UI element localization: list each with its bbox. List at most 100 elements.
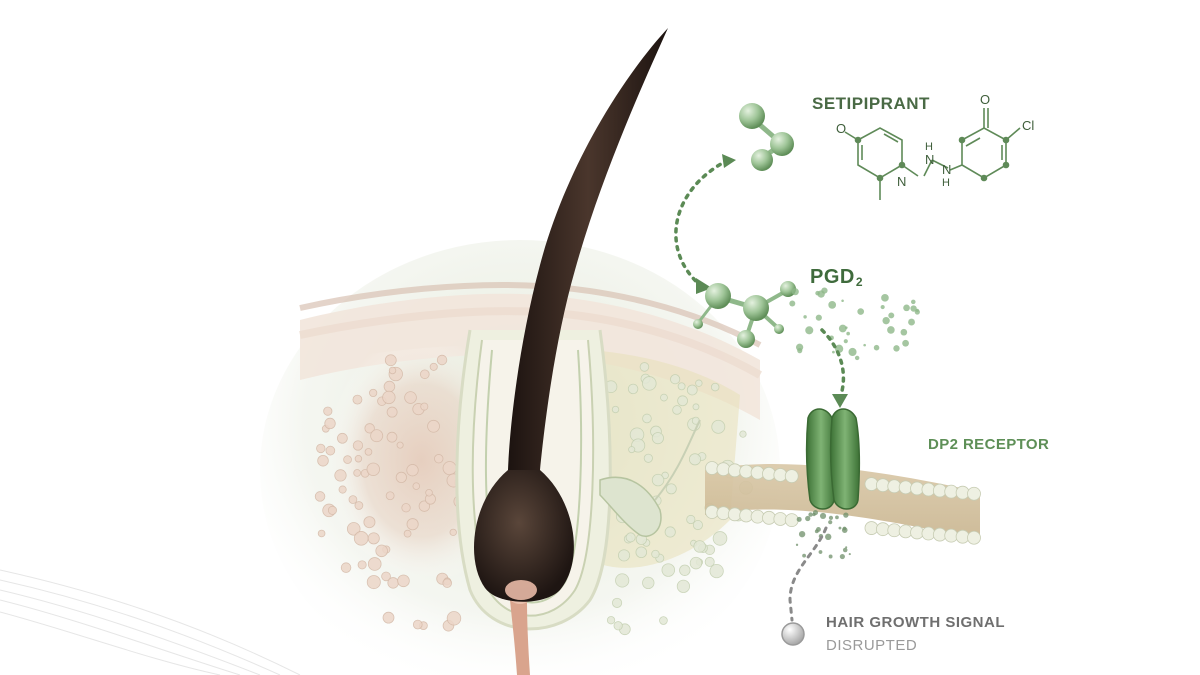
tissue-cell	[364, 448, 373, 456]
pgd2-particle	[843, 339, 848, 344]
membrane-head	[887, 479, 902, 494]
membrane-head	[921, 482, 936, 497]
tissue-cell	[343, 455, 352, 464]
tissue-cell	[353, 531, 369, 546]
membrane-head	[898, 480, 913, 495]
pgd2-particle	[797, 348, 803, 354]
pgd2-particle	[848, 347, 857, 357]
pgd2-particle	[805, 326, 814, 335]
signal-particle	[805, 515, 811, 522]
pgd2-particle	[815, 314, 822, 321]
dotted-arrow-pgd2-to-receptor	[820, 328, 848, 408]
membrane-head	[739, 508, 754, 523]
tissue-cell	[689, 556, 703, 570]
tissue-cell	[364, 423, 375, 434]
tissue-cell	[651, 549, 660, 559]
tissue-cell	[425, 488, 433, 497]
tissue-cell	[388, 366, 397, 375]
tissue-cell	[692, 403, 700, 411]
tissue-cell	[711, 419, 726, 434]
tissue-cell	[420, 402, 429, 411]
pgd2-particle	[789, 300, 796, 307]
tissue-cell	[659, 616, 668, 625]
tissue-cell	[395, 471, 407, 483]
setipiprant-structure	[844, 108, 1021, 200]
atom-oxygen-top: O	[980, 92, 990, 107]
tissue-cell	[679, 564, 691, 576]
signal-particles	[795, 510, 851, 560]
label-disrupted: DISRUPTED	[826, 637, 918, 654]
pgd2-particle	[791, 288, 799, 296]
pgd2-particle	[854, 355, 860, 361]
pgd2-particle	[857, 308, 865, 315]
pgd2-particle	[846, 331, 850, 336]
pgd2-particle	[873, 344, 880, 351]
tissue-cell	[704, 556, 715, 567]
pgd2-particle	[903, 304, 910, 312]
tissue-cell	[386, 431, 398, 443]
atom-hydrogen-2: H	[942, 177, 950, 189]
membrane-head	[864, 521, 879, 535]
hair-shaft	[473, 28, 668, 602]
signal-particle	[825, 533, 832, 541]
membrane-head	[910, 525, 924, 540]
signal-particle	[828, 515, 834, 520]
membrane-head	[739, 464, 754, 479]
tissue-cell	[672, 405, 682, 415]
tissue-cell	[625, 532, 636, 543]
signal-particle	[828, 520, 833, 525]
tissue-cell	[383, 380, 396, 393]
tissue-cell	[693, 540, 706, 553]
tissue-cell	[406, 464, 419, 477]
tissue-cell	[412, 619, 423, 630]
tissue-cell	[382, 611, 395, 624]
background-wave-lines	[0, 569, 301, 675]
membrane-head	[773, 468, 788, 482]
signal-particle	[835, 515, 839, 520]
tissue-cell	[677, 382, 686, 391]
setipiprant-structure-atoms: O O Cl N N H N H	[836, 92, 1034, 189]
tissue-cell	[387, 577, 399, 589]
tissue-cell	[686, 384, 698, 396]
tissue-cell	[375, 544, 388, 558]
label-pgd2: PGD2	[810, 266, 863, 289]
label-setipiprant: SETIPIPRANT	[812, 94, 930, 113]
pgd2-particle	[821, 287, 828, 294]
tissue-cell	[686, 514, 696, 525]
signal-particle	[839, 553, 845, 560]
membrane-head	[784, 469, 799, 484]
membrane-head	[944, 484, 959, 499]
tissue-cell	[651, 432, 664, 445]
tissue-cell	[367, 557, 382, 571]
membrane-head	[910, 481, 924, 496]
tissue-cell	[670, 374, 681, 385]
tissue-cell	[325, 445, 336, 456]
signal-particle	[816, 527, 821, 532]
tissue-cell	[384, 354, 397, 367]
tissue-cell	[386, 406, 398, 418]
membrane-head	[967, 486, 981, 501]
tissue-cell	[370, 429, 384, 443]
tissue-cell	[642, 376, 657, 391]
tissue-cell	[676, 579, 691, 593]
signal-particle	[843, 512, 849, 518]
membrane-head	[955, 529, 970, 544]
tissue-cell	[419, 369, 430, 380]
pgd2-particle	[832, 350, 835, 354]
pgd2-molecule-model	[693, 281, 796, 348]
pgd2-particle	[888, 312, 895, 319]
tissue-cell	[427, 419, 440, 433]
tissue-cell	[688, 453, 702, 466]
signal-particle	[848, 553, 851, 556]
tissue-cell	[618, 549, 631, 562]
tissue-cell	[314, 491, 326, 502]
atom-nitrogen-1: N	[897, 174, 906, 189]
tissue-cell	[449, 528, 457, 536]
membrane-head	[864, 477, 879, 491]
tissue-cell	[367, 532, 380, 545]
tissue-cell	[612, 597, 623, 608]
tissue-cell	[418, 500, 431, 512]
pgd2-particle	[887, 326, 895, 334]
tissue-cell	[651, 473, 665, 487]
tissue-cell	[348, 495, 358, 504]
